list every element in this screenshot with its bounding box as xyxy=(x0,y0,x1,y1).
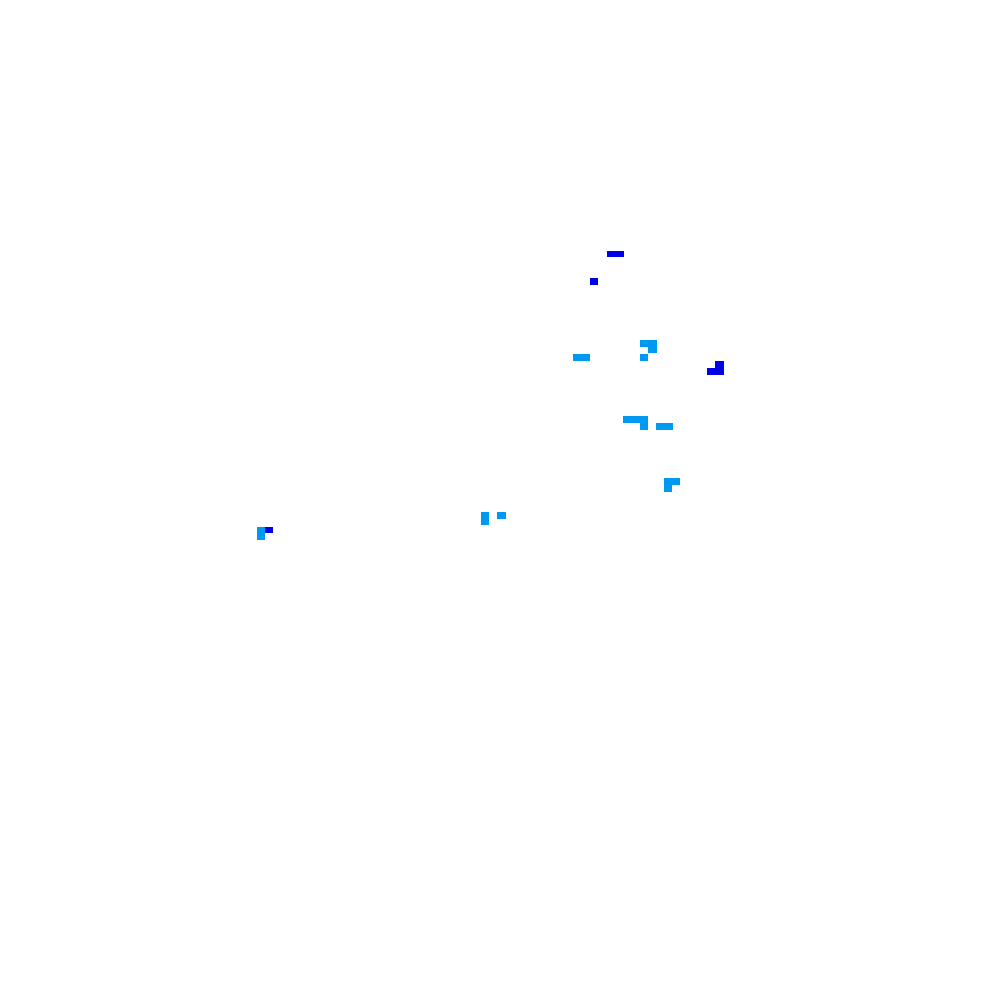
light-blue-block xyxy=(481,512,489,525)
dark-blue-block xyxy=(590,278,598,285)
light-blue-block xyxy=(664,478,680,485)
light-blue-block xyxy=(497,512,506,519)
light-blue-block xyxy=(623,416,648,423)
light-blue-block xyxy=(573,354,590,361)
light-blue-block xyxy=(656,423,673,430)
dark-blue-block xyxy=(607,251,624,257)
light-blue-block xyxy=(257,527,265,540)
light-blue-block xyxy=(640,354,648,361)
light-blue-block xyxy=(648,340,657,353)
light-blue-block xyxy=(640,416,648,430)
dark-blue-block xyxy=(707,368,724,375)
light-blue-block xyxy=(664,478,672,492)
dark-blue-block xyxy=(265,527,273,533)
